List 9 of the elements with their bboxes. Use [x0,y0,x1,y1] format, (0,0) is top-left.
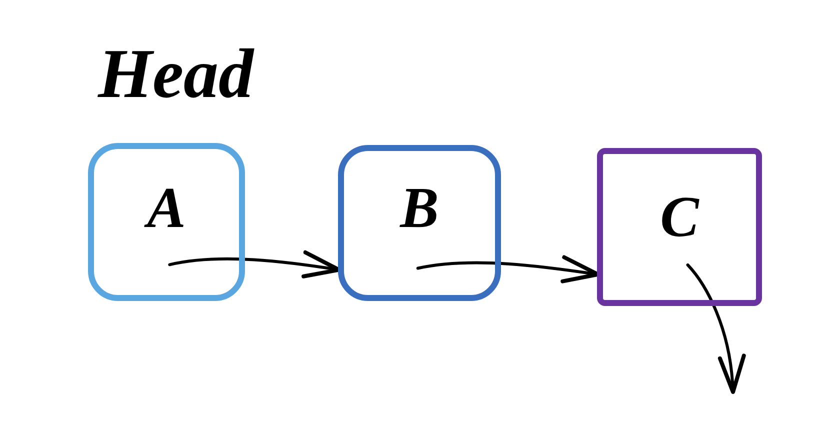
list-node-box [338,145,501,301]
head-label: Head [98,40,254,110]
list-node-box [88,143,245,301]
arrow [416,255,600,284]
arrow [168,250,341,278]
node-letter: C [660,188,699,246]
list-node-box [597,148,762,306]
node-letter: B [400,179,439,237]
arrow [686,263,745,394]
